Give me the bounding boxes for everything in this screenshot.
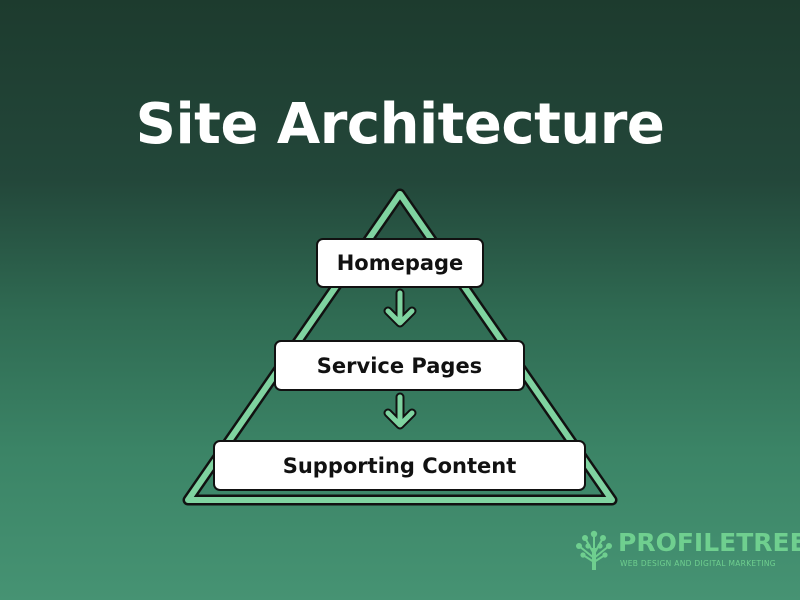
logo-name: PROFILETREE (618, 528, 800, 557)
level-box-homepage: Homepage (316, 238, 484, 288)
tree-icon (576, 530, 612, 570)
profiletree-logo: PROFILETREE WEB DESIGN AND DIGITAL MARKE… (574, 528, 800, 576)
logo-tagline: WEB DESIGN AND DIGITAL MARKETING (620, 559, 776, 568)
arrow-down-icon (383, 392, 417, 430)
level-box-service-pages: Service Pages (274, 340, 525, 391)
level-box-supporting-content: Supporting Content (213, 440, 586, 491)
level-label: Service Pages (316, 353, 483, 378)
level-label: Homepage (336, 251, 464, 275)
level-label: Supporting Content (282, 453, 517, 478)
page-title: Site Architecture (135, 92, 665, 157)
arrow-down-icon (383, 288, 417, 328)
